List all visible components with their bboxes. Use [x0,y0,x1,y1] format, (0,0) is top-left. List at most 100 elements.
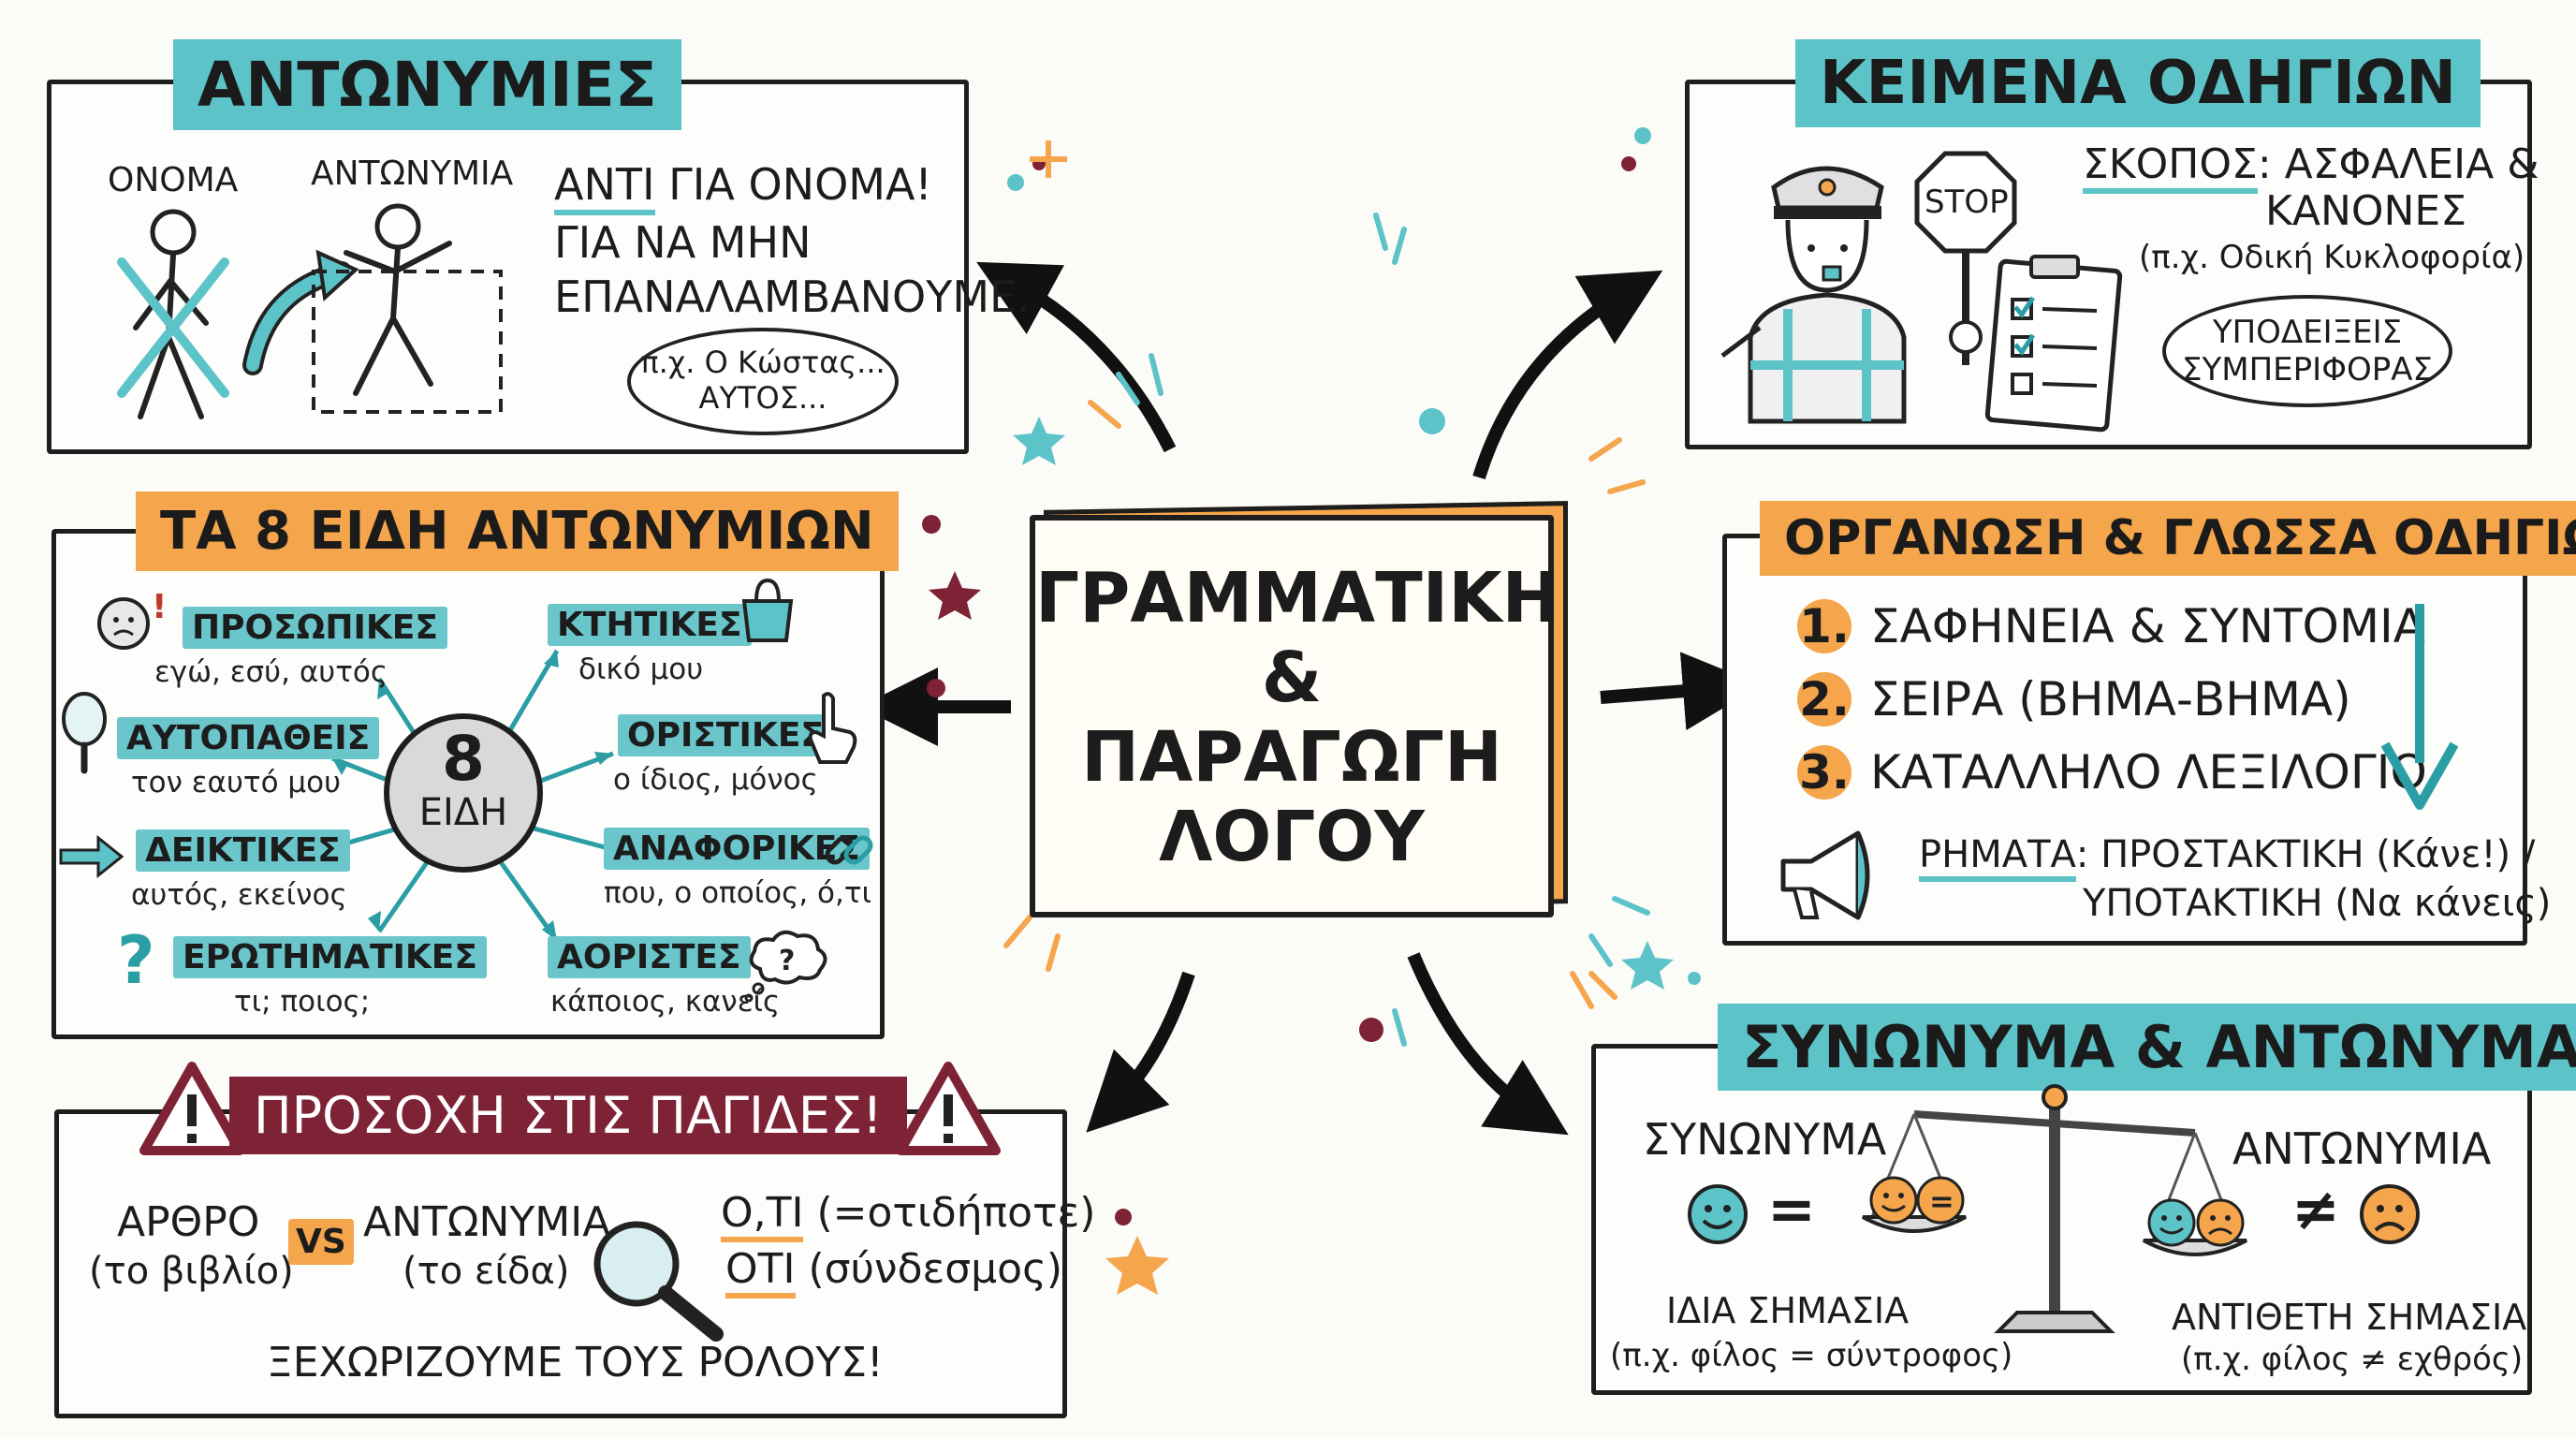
magnifier-icon [593,1221,724,1342]
warning-icon-left [139,1062,244,1155]
antonymies-line1: ΑΝΤΙ ΓΙΑ ΟΝΟΜΑ! [554,159,932,215]
anti-rest: ΓΙΑ ΟΝΟΜΑ! [654,159,932,210]
skopos-word: ΣΚΟΠΟΣ [2083,140,2258,194]
arrow-to-organosi [1600,652,1762,731]
organosi-title: ΟΡΓΑΝΩΣΗ & ΓΛΩΣΣΑ ΟΔΗΓΙΩΝ [1760,501,2576,576]
decor-sparks [1003,213,1650,1047]
down-arrow-icon [2380,604,2459,810]
eidi-center-num: 8 [442,723,485,795]
ex-anaforikes: που, ο οποίος, ό,τι [604,876,872,910]
megaphone-icon [1780,830,1870,920]
svg-text:!: ! [152,588,167,626]
rimata-word: ΡΗΜΑΤΑ [1919,833,2076,882]
eidi-center: 8 ΕΙΔΗ [384,713,543,873]
ex-ktitikes: δικό μου [578,653,704,686]
arrow-to-synonyma [1407,952,1569,1136]
organosi-item-3: 3. ΚΑΤΑΛΛΗΛΟ ΛΕΞΙΛΟΓΙΟ [1797,745,2427,800]
antonymies-line3: ΕΠΑΝΑΛΑΜΒΑΝΟΥΜΕ. [554,271,1031,322]
keimena-example: (π.χ. Οδική Κυκλοφορία) [2139,239,2525,276]
ex-deiktikes: αυτός, εκείνος [131,878,347,912]
tag-aytopatheis: ΑΥΤΟΠΑΘΕΙΣ [117,717,380,759]
pagides-panel [54,1109,1067,1418]
svg-text:?: ? [779,945,795,977]
same-meaning: ΙΔΙΑ ΣΗΜΑΣΙΑ [1666,1290,1910,1331]
label-pronoun: ΑΝΤΩΝΥΜΙΑ [311,154,514,193]
num-2: 2. [1797,672,1852,726]
arthro-label: ΑΡΘΡΟ [117,1198,260,1246]
item-2-text: ΣΕΙΡΑ (ΒΗΜΑ-ΒΗΜΑ) [1870,672,2351,726]
opposite-meaning: ΑΝΤΙΘΕΤΗ ΣΗΜΑΣΙΑ [2172,1297,2527,1338]
tag-deiktikes: ΔΕΙΚΤΙΚΕΣ [136,829,350,872]
anti-word: ΑΝΤΙ [554,159,655,215]
vs-badge: VS [288,1219,354,1265]
item-1-text: ΣΑΦΗΝΕΙΑ & ΣΥΝΤΟΜΙΑ [1870,599,2425,653]
antonymia-label: ΑΝΤΩΝΥΜΙΑ [363,1198,611,1246]
pagides-footer: ΞΕΧΩΡΙΖΟΥΜΕ ΤΟΥΣ ΡΟΛΟΥΣ! [267,1339,884,1387]
thought-cloud-icon: ? [744,930,827,1003]
oti1-meaning: (=οτιδήποτε) [803,1189,1096,1237]
antonymies-title: ΑΝΤΩΝΥΜΙΕΣ [173,39,681,130]
pointing-hand-icon [808,692,857,764]
oti2-meaning: (σύνδεσμος) [795,1245,1063,1293]
kanones: ΚΑΝΟΝΕΣ [2265,187,2467,235]
same-meaning-example: (π.χ. φίλος = σύντροφος) [1610,1337,2013,1374]
rimata-line1: ΡΗΜΑΤΑ: ΠΡΟΣΤΑΚΤΙΚΗ (Κάνε!) / [1919,833,2535,882]
behavior-bubble: ΥΠΟΔΕΙΞΕΙΣ ΣΥΜΠΕΡΙΦΟΡΑΣ [2162,295,2452,407]
bubble-line2: ΣΥΜΠΕΡΙΦΟΡΑΣ [2182,351,2433,389]
bubble-line1: ΥΠΟΔΕΙΞΕΙΣ [2212,314,2403,351]
jumping-person-icon [312,203,503,414]
rimata-line2: ΥΠΟΤΑΚΤΙΚΗ (Να κάνεις) [2083,882,2552,925]
center-title-line4: ΛΟΓΟΥ [1159,797,1425,877]
eidi-center-label: ΕΙΔΗ [418,791,508,834]
walking-person-icon [117,209,229,419]
scale-icon: = [1862,1084,2247,1333]
question-mark-icon: ? [117,922,155,999]
tag-prosopikes: ΠΡΟΣΩΠΙΚΕΣ [183,607,447,649]
chain-link-icon [825,835,873,865]
organosi-item-2: 2. ΣΕΙΡΑ (ΒΗΜΑ-ΒΗΜΑ) [1797,672,2351,726]
shopping-bag-icon [741,578,794,642]
arrow-to-pagides [1086,971,1195,1133]
ex-erotimatikes: τι; ποιος; [234,985,371,1019]
example-line1: π.χ. Ο Κώστας... [640,345,886,380]
pagides-title: ΠΡΟΣΟΧΗ ΣΤΙΣ ΠΑΓΙΔΕΣ! [229,1077,907,1154]
ex-oristikes: ο ίδιος, μόνος [613,763,818,797]
pointer-arrow-icon [59,834,124,879]
num-1: 1. [1797,599,1852,653]
ex-aytopatheis: τον εαυτό μου [131,766,342,800]
warning-icon-right [896,1062,1001,1155]
decor-stars [929,140,1674,1295]
oti1-word: Ο,ΤΙ [721,1189,804,1242]
antonymies-line2: ΓΙΑ ΝΑ ΜΗΝ [554,217,812,268]
mirror-icon [62,692,107,774]
ex-aoristes: κάποιος, κανείς [550,985,781,1019]
item-3-text: ΚΑΤΑΛΛΗΛΟ ΛΕΞΙΛΟΓΙΟ [1870,745,2427,800]
arthro-example: (το βιβλίο) [89,1250,294,1293]
antonymia-right-label: ΑΝΤΩΝΥΜΙΑ [2232,1123,2492,1174]
oti2-line: ΟΤΙ (σύνδεσμος) [725,1245,1063,1299]
skopos-line: ΣΚΟΠΟΣ: ΑΣΦΑΛΕΙΑ & [2083,140,2539,194]
transform-arrow-icon [242,249,359,375]
clipboard-icon [1984,255,2123,433]
sad-face-icon [2360,1184,2420,1244]
tag-aoristes: ΑΟΡΙΣΤΕΣ [548,936,751,978]
center-card: ΓΡΑΜΜΑΤΙΚΗ & ΠΑΡΑΓΩΓΗ ΛΟΓΟΥ [1030,515,1560,917]
skopos-rest: : ΑΣΦΑΛΕΙΑ & [2257,140,2539,188]
num-3: 3. [1797,745,1852,800]
synonyma-title: ΣΥΝΩΝΥΜΑ & ΑΝΤΩΝΥΜΑ [1718,1004,2576,1091]
example-bubble: π.χ. Ο Κώστας... ΑΥΤΟΣ... [627,328,899,435]
center-title-line2: & [1261,638,1323,718]
worried-face-icon: ! [97,588,167,650]
tag-anaforikes: ΑΝΑΦΟΡΙΚΕΣ [604,828,870,870]
synonyma-label: ΣΥΝΩΝΥΜΑ [1643,1114,1887,1165]
equals-sign: = [1767,1175,1816,1243]
decor-dots [922,127,1701,1225]
opposite-meaning-example: (π.χ. φίλος ≠ εχθρός) [2181,1341,2524,1378]
not-equals-sign: ≠ [2291,1175,2340,1243]
keimena-title: ΚΕΙΜΕΝΑ ΟΔΗΓΙΩΝ [1795,39,2481,127]
example-line2: ΑΥΤΟΣ... [698,380,827,416]
center-title-line3: ΠΑΡΑΓΩΓΗ [1081,717,1502,798]
oti1-line: Ο,ΤΙ (=οτιδήποτε) [721,1189,1096,1242]
ex-prosopikes: εγώ, εσύ, αυτός [154,655,388,689]
